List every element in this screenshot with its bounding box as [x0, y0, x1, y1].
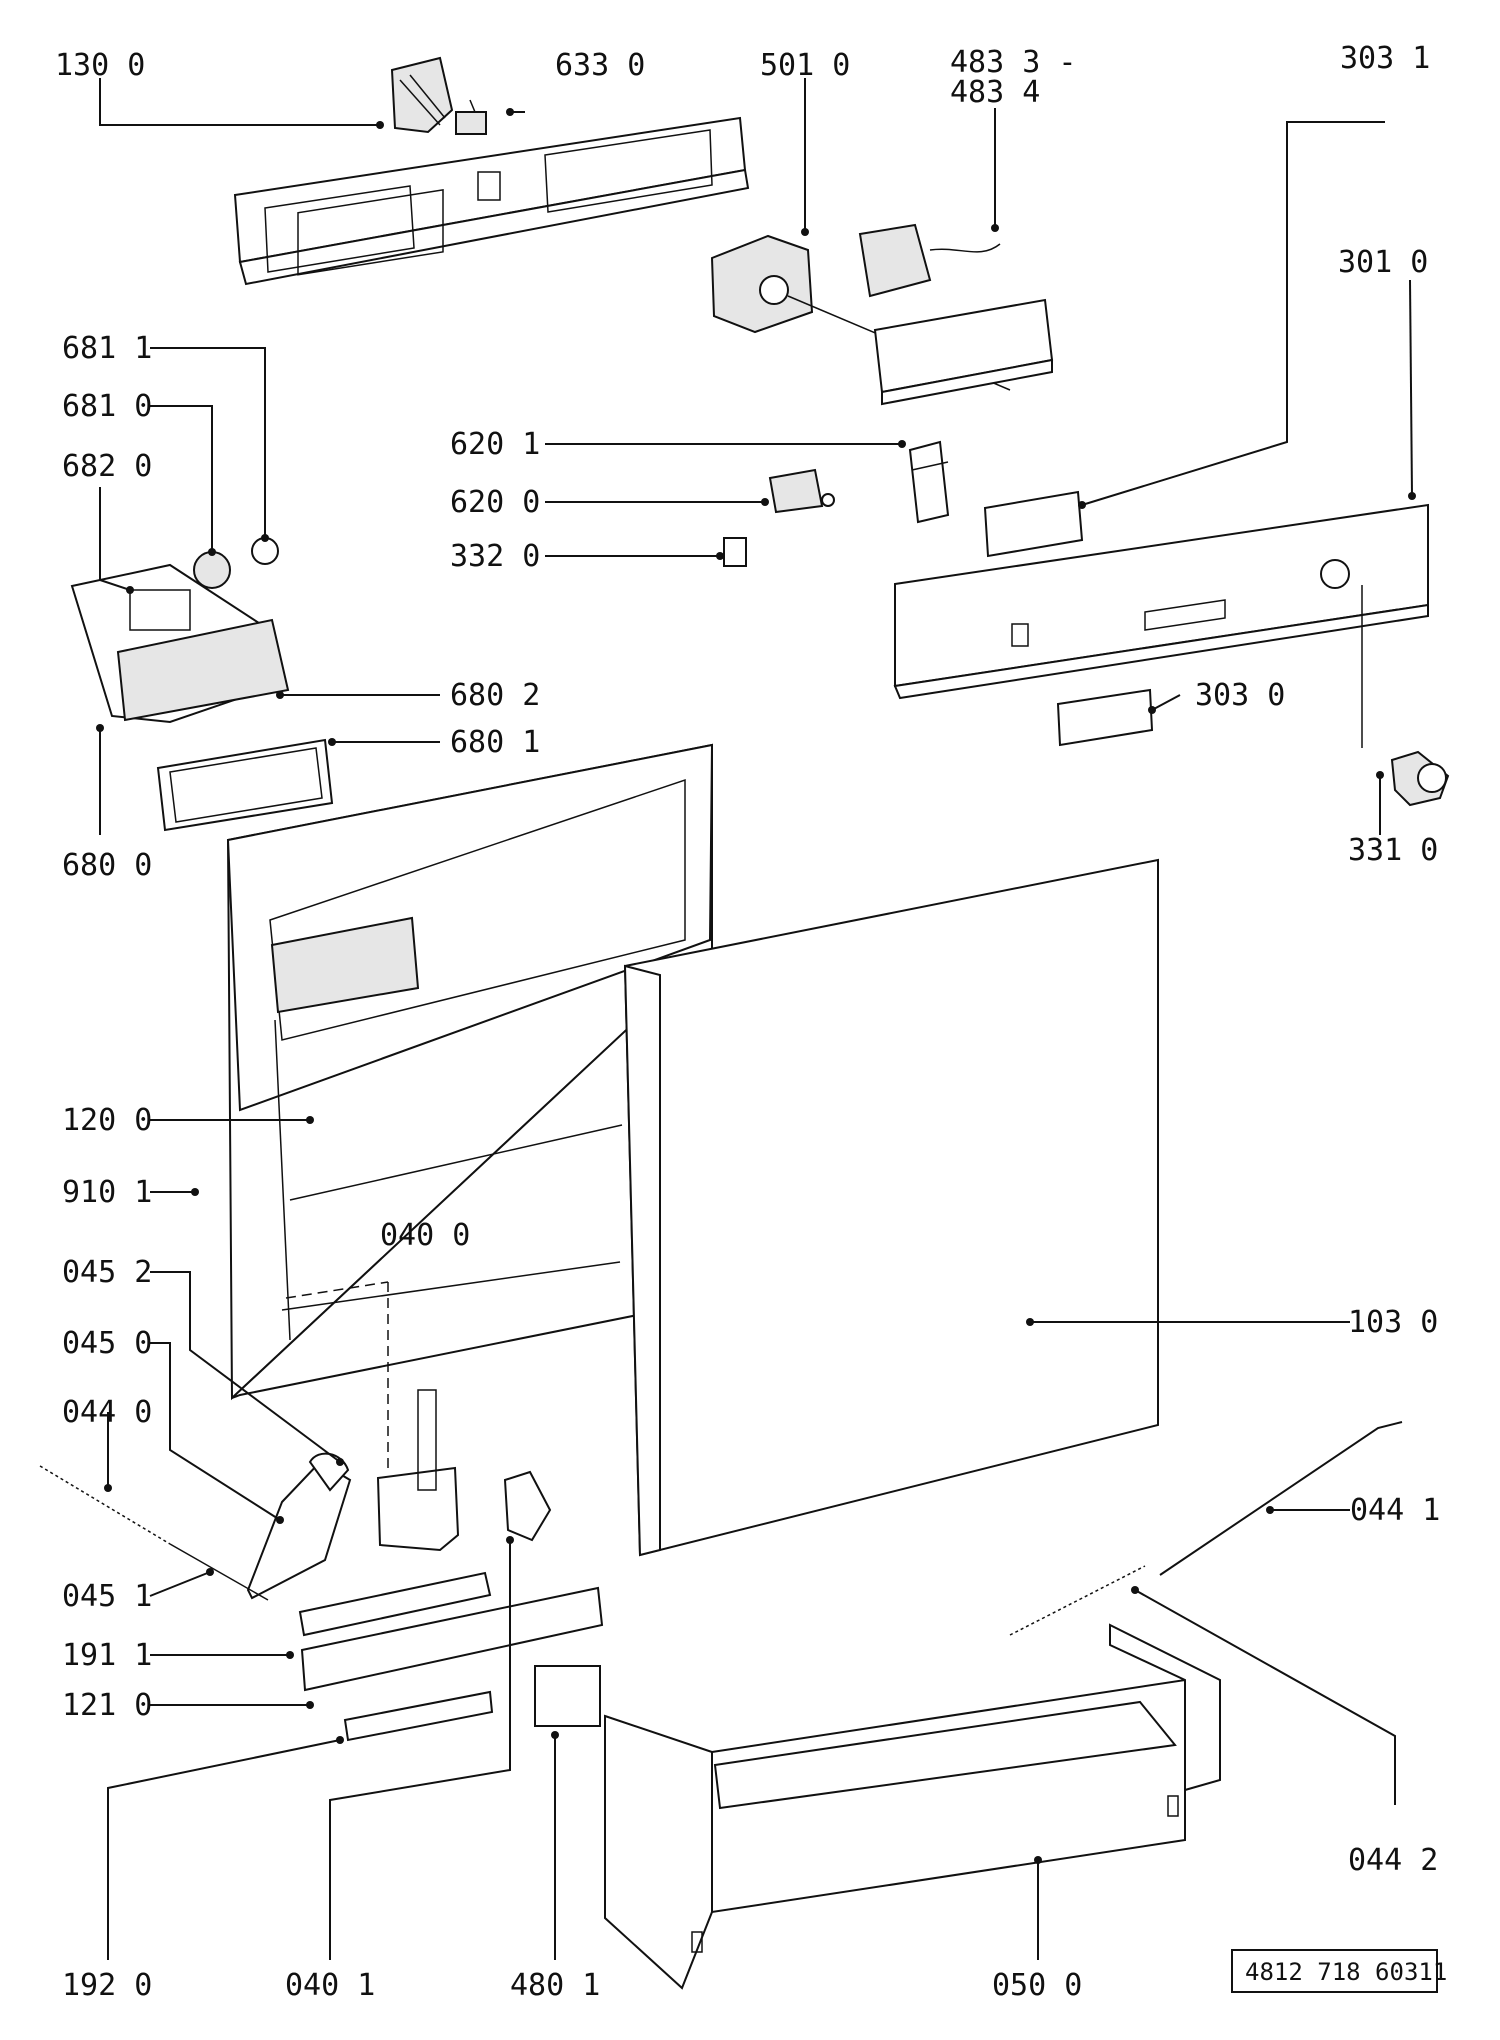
part-hinge-arm-right — [1159, 1421, 1403, 1576]
label-044-0: 044 0 — [62, 1395, 152, 1430]
label-682-0: 682 0 — [62, 449, 152, 484]
label-120-0: 120 0 — [62, 1103, 152, 1138]
label-680-1: 680 1 — [450, 725, 540, 760]
label-680-2: 680 2 — [450, 678, 540, 713]
part-plinth — [604, 1623, 1221, 1990]
part-hinge-cover — [503, 1470, 552, 1542]
part-timer — [710, 234, 1011, 391]
label-620-0: 620 0 — [450, 485, 540, 520]
part-633 — [455, 99, 487, 135]
label-050-0: 050 0 — [992, 1968, 1082, 2003]
part-labels: 130 0 633 0 501 0 483 3 - 483 4 303 1 30… — [55, 41, 1440, 2003]
drawing-number-box: 4812 718 60311 — [1231, 1949, 1447, 1993]
drawing-number: 4812 718 60311 — [1245, 1958, 1447, 1986]
part-hinge-arm — [246, 1452, 352, 1600]
leader-lines — [99, 78, 1413, 1960]
label-044-2: 044 2 — [1348, 1843, 1438, 1878]
part-dispenser — [70, 563, 290, 724]
label-301-0: 301 0 — [1338, 245, 1428, 280]
leader-dots — [96, 108, 1416, 1864]
part-spring-right — [1009, 1565, 1146, 1636]
label-483-4: 483 4 — [950, 75, 1040, 110]
label-331-0: 331 0 — [1348, 833, 1438, 868]
part-inner-door — [226, 743, 714, 1401]
label-040-0: 040 0 — [380, 1218, 470, 1253]
label-045-1: 045 1 — [62, 1579, 152, 1614]
label-681-0: 681 0 — [62, 389, 152, 424]
label-040-1: 040 1 — [285, 1968, 375, 2003]
label-633-0: 633 0 — [555, 48, 645, 83]
part-620-1 — [908, 440, 950, 524]
part-knob — [1390, 750, 1450, 807]
label-680-0: 680 0 — [62, 848, 152, 883]
label-103-0: 103 0 — [1348, 1305, 1438, 1340]
label-910-1: 910 1 — [62, 1175, 152, 1210]
part-mounting-rail — [233, 116, 750, 286]
part-332 — [723, 537, 747, 567]
part-303-1 — [983, 490, 1084, 558]
part-hinge-bracket — [285, 1281, 460, 1552]
label-303-0: 303 0 — [1195, 678, 1285, 713]
label-681-1: 681 1 — [62, 331, 152, 366]
label-121-0: 121 0 — [62, 1688, 152, 1723]
label-332-0: 332 0 — [450, 539, 540, 574]
part-303-0 — [1056, 688, 1154, 747]
label-191-1: 191 1 — [62, 1638, 152, 1673]
label-480-1: 480 1 — [510, 1968, 600, 2003]
part-spring-left — [39, 1465, 269, 1601]
part-gasket — [156, 738, 334, 832]
label-045-0: 045 0 — [62, 1326, 152, 1361]
part-timer-bracket — [873, 298, 1054, 406]
part-681 — [193, 537, 279, 589]
label-045-2: 045 2 — [62, 1255, 152, 1290]
part-outer-door — [623, 858, 1159, 1557]
label-192-0: 192 0 — [62, 1968, 152, 2003]
part-hinge-rails — [298, 1571, 604, 1742]
label-130-0: 130 0 — [55, 48, 145, 83]
label-044-1: 044 1 — [1350, 1493, 1440, 1528]
part-connector — [858, 223, 1001, 298]
part-620-0 — [768, 468, 835, 514]
label-620-1: 620 1 — [450, 427, 540, 462]
label-483-3: 483 3 - — [950, 45, 1076, 80]
label-303-1: 303 1 — [1340, 41, 1430, 76]
part-control-panel — [893, 503, 1429, 748]
part-switch-block — [390, 56, 454, 134]
label-501-0: 501 0 — [760, 48, 850, 83]
